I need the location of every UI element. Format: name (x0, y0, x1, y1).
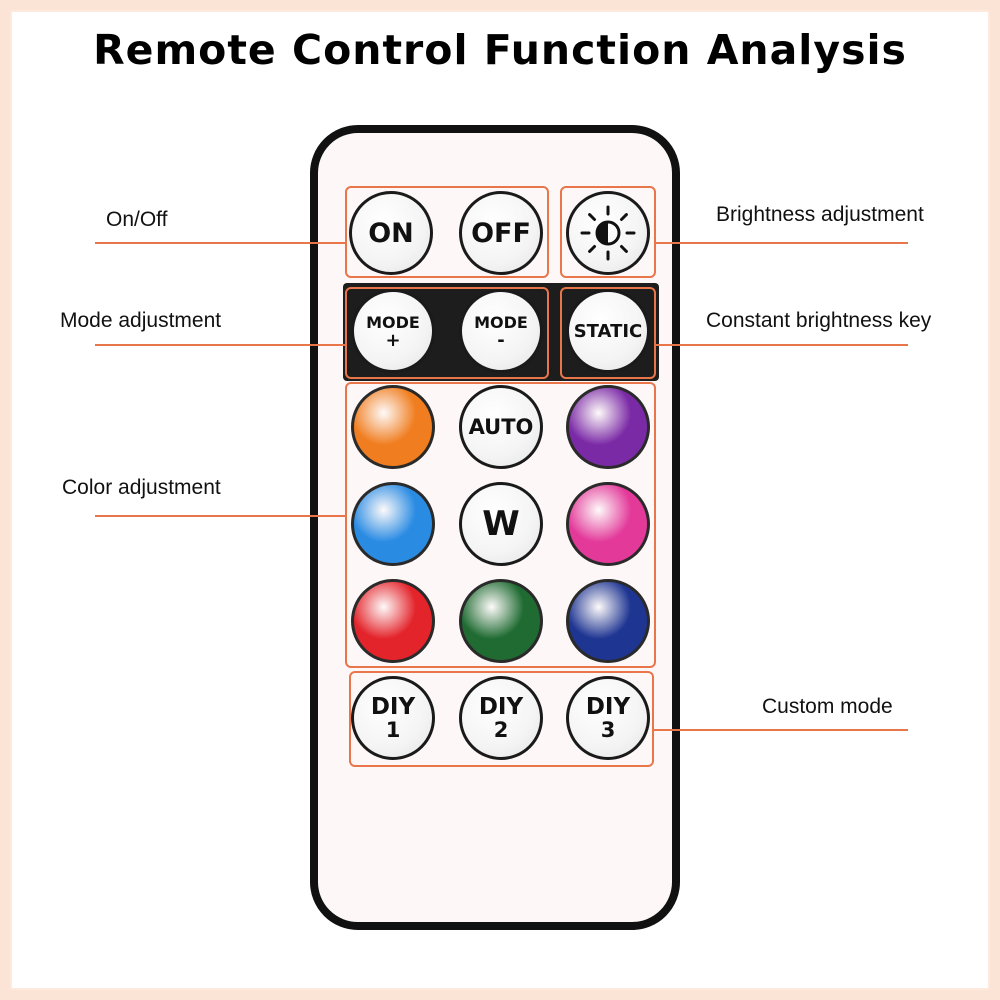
annotation-brightness: Brightness adjustment (716, 203, 924, 226)
annotation-color: Color adjustment (62, 476, 221, 499)
power-group-outline (345, 186, 549, 278)
auto-button-label: AUTO (468, 415, 534, 439)
static-button[interactable]: STATIC (566, 289, 650, 373)
annotation-on-off: On/Off (106, 208, 168, 231)
mode-minus-line1: MODE (474, 312, 528, 332)
red-color-button[interactable] (351, 579, 435, 663)
page-title: Remote Control Function Analysis (93, 26, 907, 74)
brightness-group-outline (560, 186, 656, 278)
pink-color-button[interactable] (566, 482, 650, 566)
diy2-line1: DIY (478, 694, 524, 720)
diy2-line2: 2 (493, 718, 509, 742)
navy-color-button[interactable] (566, 579, 650, 663)
diy2-button[interactable]: DIY 2 (459, 676, 543, 760)
annotation-mode: Mode adjustment (60, 309, 222, 332)
mode-minus-button[interactable]: MODE - (459, 289, 543, 373)
leader-line-on-off (95, 242, 345, 244)
static-group-outline (560, 287, 656, 379)
diy1-line1: DIY (370, 694, 416, 720)
blue-color-button[interactable] (351, 482, 435, 566)
diy3-button[interactable]: DIY 3 (566, 676, 650, 760)
white-button-label: W (482, 504, 520, 544)
custom-group-outline (349, 671, 654, 767)
mode-minus-line2: - (497, 329, 505, 351)
leader-line-brightness (656, 242, 908, 244)
auto-button[interactable]: AUTO (459, 385, 543, 469)
off-button-label: OFF (471, 217, 531, 249)
mode-plus-button[interactable]: MODE + (351, 289, 435, 373)
leader-line-constant (656, 344, 908, 346)
color-group-outline (345, 382, 656, 668)
brightness-button[interactable] (566, 191, 650, 275)
mode-plus-line1: MODE (366, 312, 420, 332)
purple-color-button[interactable] (566, 385, 650, 469)
leader-line-custom (654, 729, 908, 731)
diy3-line1: DIY (585, 694, 631, 720)
diy1-line2: 1 (385, 718, 401, 742)
mode-plus-line2: + (385, 329, 401, 351)
off-button[interactable]: OFF (459, 191, 543, 275)
annotation-constant: Constant brightness key (706, 309, 932, 332)
green-color-button[interactable] (459, 579, 543, 663)
on-button[interactable]: ON (349, 191, 433, 275)
leader-line-mode (95, 344, 345, 346)
static-button-label: STATIC (573, 320, 643, 342)
on-button-label: ON (368, 217, 414, 249)
white-button[interactable]: W (459, 482, 543, 566)
annotation-custom: Custom mode (762, 695, 893, 718)
leader-line-color (95, 515, 345, 517)
mode-group-outline (345, 287, 549, 379)
orange-color-button[interactable] (351, 385, 435, 469)
diy3-line2: 3 (600, 718, 616, 742)
diy1-button[interactable]: DIY 1 (351, 676, 435, 760)
sun-half-icon (580, 205, 636, 261)
